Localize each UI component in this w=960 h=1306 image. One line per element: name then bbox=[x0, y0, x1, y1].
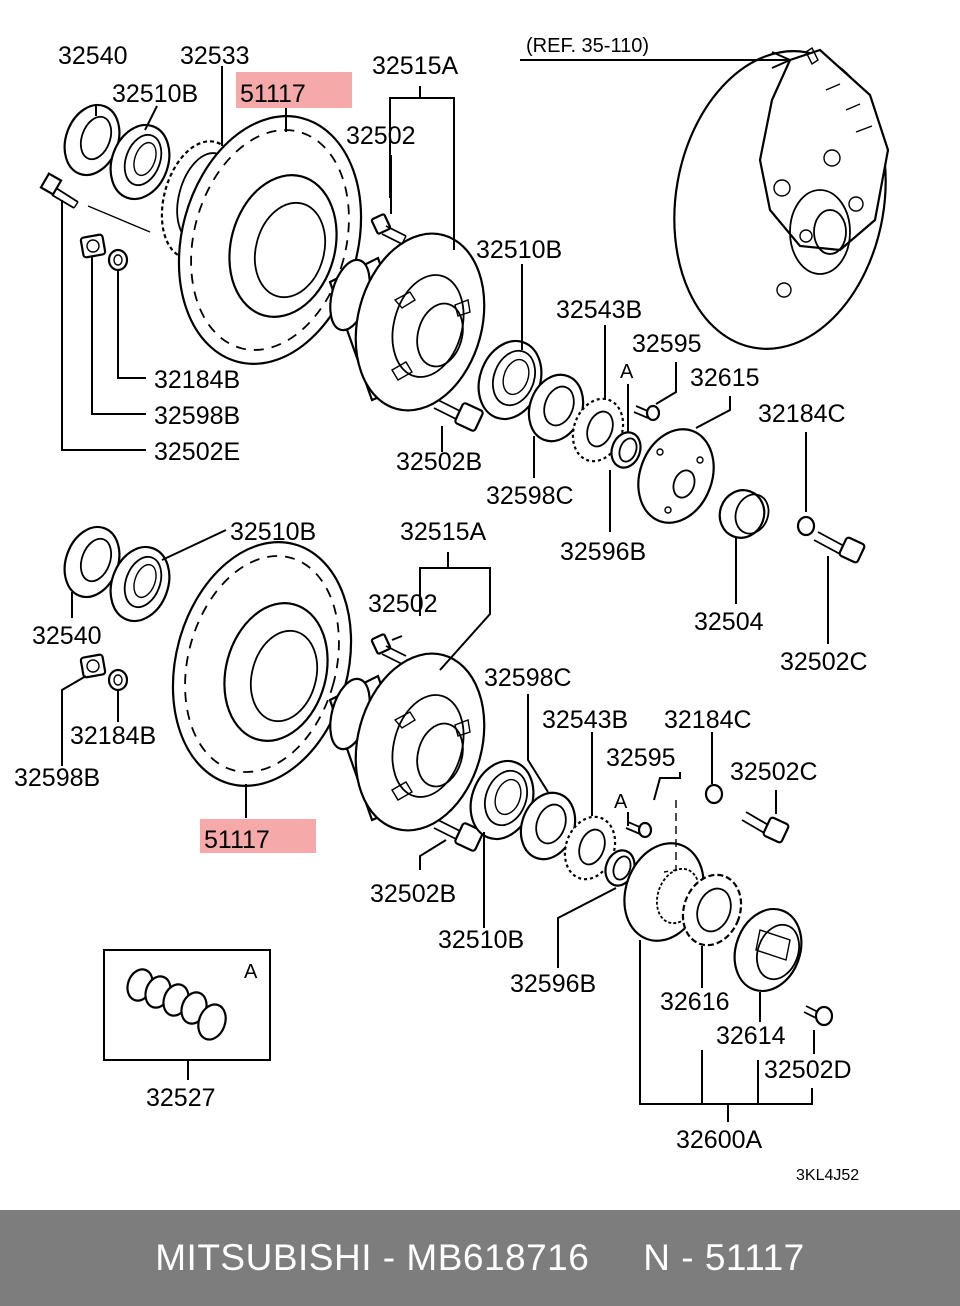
oem-part-number: MB618716 bbox=[406, 1237, 590, 1278]
part-info-footer: MITSUBISHI - MB618716 N - 51117 bbox=[0, 1210, 960, 1306]
label-32598b-top: 32598B bbox=[154, 402, 240, 430]
marker-a-top: A bbox=[620, 361, 634, 383]
stud-32502-bottom bbox=[370, 633, 407, 665]
label-32502d: 32502D bbox=[764, 1056, 852, 1084]
seal-32540-top bbox=[63, 103, 121, 177]
label-32510b-top-left: 32510B bbox=[112, 80, 198, 108]
label-32510b-bottom-left: 32510B bbox=[230, 518, 316, 546]
bearing-32510b-bottom-left bbox=[109, 545, 171, 623]
bolt-32502b-bottom bbox=[433, 819, 484, 852]
parts-diagram: (REF. 35-110) 32540 32533 32510B 51117 3… bbox=[14, 35, 890, 1184]
label-32502b-bottom: 32502B bbox=[370, 880, 456, 908]
label-32543b-bottom: 32543B bbox=[542, 706, 628, 734]
washer-32184b-bottom bbox=[107, 668, 129, 692]
label-32184c-top: 32184C bbox=[758, 400, 846, 428]
label-32502-top: 32502 bbox=[346, 122, 416, 150]
label-32184b-bottom: 32184B bbox=[70, 722, 156, 750]
label-32600a: 32600A bbox=[676, 1126, 763, 1154]
position-number: 51117 bbox=[704, 1237, 805, 1278]
bolt-32502c-bottom bbox=[741, 811, 790, 844]
label-32502b-top: 32502B bbox=[396, 448, 482, 476]
brake-disc-51117-bottom bbox=[171, 541, 353, 787]
label-32596b-top: 32596B bbox=[560, 538, 646, 566]
label-32504: 32504 bbox=[694, 608, 764, 636]
label-32598c-bottom: 32598C bbox=[484, 664, 572, 692]
label-32595-top: 32595 bbox=[632, 330, 702, 358]
label-32598c-top: 32598C bbox=[486, 482, 574, 510]
bolt-32502c-top bbox=[813, 531, 866, 564]
highlight-box-bottom bbox=[200, 819, 316, 853]
label-32543b-top: 32543B bbox=[556, 296, 642, 324]
footer-gap bbox=[589, 1237, 643, 1279]
label-32615: 32615 bbox=[690, 364, 760, 392]
bolt-32595-bottom bbox=[625, 821, 653, 839]
label-32598b-bottom: 32598B bbox=[14, 764, 100, 792]
label-32510b-bottom-mid: 32510B bbox=[438, 926, 524, 954]
snap-ring-32596b-top bbox=[610, 431, 642, 469]
label-32540-bottom: 32540 bbox=[32, 622, 102, 650]
ref-note: (REF. 35-110) bbox=[526, 35, 649, 57]
cover-32614 bbox=[733, 907, 803, 993]
label-32502-bottom: 32502 bbox=[368, 590, 438, 618]
leader-lines-bottom bbox=[61, 529, 815, 1122]
label-32184c-bottom: 32184C bbox=[664, 706, 752, 734]
footer-separator: - bbox=[371, 1237, 407, 1278]
bolt-32502b-top bbox=[433, 399, 484, 432]
nut-32598b-top bbox=[79, 233, 107, 259]
ring-32616 bbox=[681, 873, 743, 947]
label-32502c-bottom: 32502C bbox=[730, 758, 818, 786]
label-32502e: 32502E bbox=[154, 438, 240, 466]
nut-32598b-bottom bbox=[79, 653, 107, 679]
hub-32515a-top bbox=[328, 232, 486, 412]
washer-32184b-top bbox=[107, 248, 129, 272]
knuckle-reference-drawing bbox=[673, 46, 890, 350]
label-32595-bottom: 32595 bbox=[606, 744, 676, 772]
bolt-32502e bbox=[39, 172, 79, 209]
label-32515a-top: 32515A bbox=[372, 52, 459, 80]
hub-cap-32615 bbox=[637, 428, 715, 524]
bearing-32510b-top-left bbox=[109, 123, 171, 201]
label-32616: 32616 bbox=[660, 988, 730, 1016]
label-32596b-bottom: 32596B bbox=[510, 970, 596, 998]
label-32510b-top-mid: 32510B bbox=[476, 236, 562, 264]
cap-32504 bbox=[718, 489, 770, 539]
label-51117-top: 51117 bbox=[240, 80, 306, 108]
label-32527: 32527 bbox=[146, 1084, 216, 1112]
highlight-box-top bbox=[236, 72, 352, 108]
label-51117-bottom: 51117 bbox=[204, 826, 270, 854]
label-32502c-top: 32502C bbox=[780, 648, 868, 676]
brand-name: MITSUBISHI bbox=[155, 1237, 372, 1278]
marker-a-box: A bbox=[244, 961, 258, 983]
stud-32502-top bbox=[370, 213, 407, 245]
label-32540-top: 32540 bbox=[58, 42, 128, 70]
washer-32184c-bottom bbox=[704, 783, 724, 805]
label-32184b-top: 32184B bbox=[154, 366, 240, 394]
leader-lines-top bbox=[61, 51, 829, 644]
label-32533: 32533 bbox=[180, 42, 250, 70]
bolt-32595-top bbox=[633, 404, 661, 422]
bolt-32502d bbox=[803, 1005, 834, 1027]
position-prefix: N - bbox=[643, 1237, 705, 1278]
washer-32184c-top bbox=[796, 515, 816, 537]
brake-disc-51117-top bbox=[177, 115, 363, 365]
marker-a-bottom: A bbox=[614, 791, 628, 813]
label-32515a-bottom: 32515A bbox=[400, 518, 487, 546]
label-32614: 32614 bbox=[716, 1022, 786, 1050]
drawing-code: 3KL4J52 bbox=[796, 1167, 859, 1184]
hub-32515a-bottom bbox=[328, 652, 486, 832]
